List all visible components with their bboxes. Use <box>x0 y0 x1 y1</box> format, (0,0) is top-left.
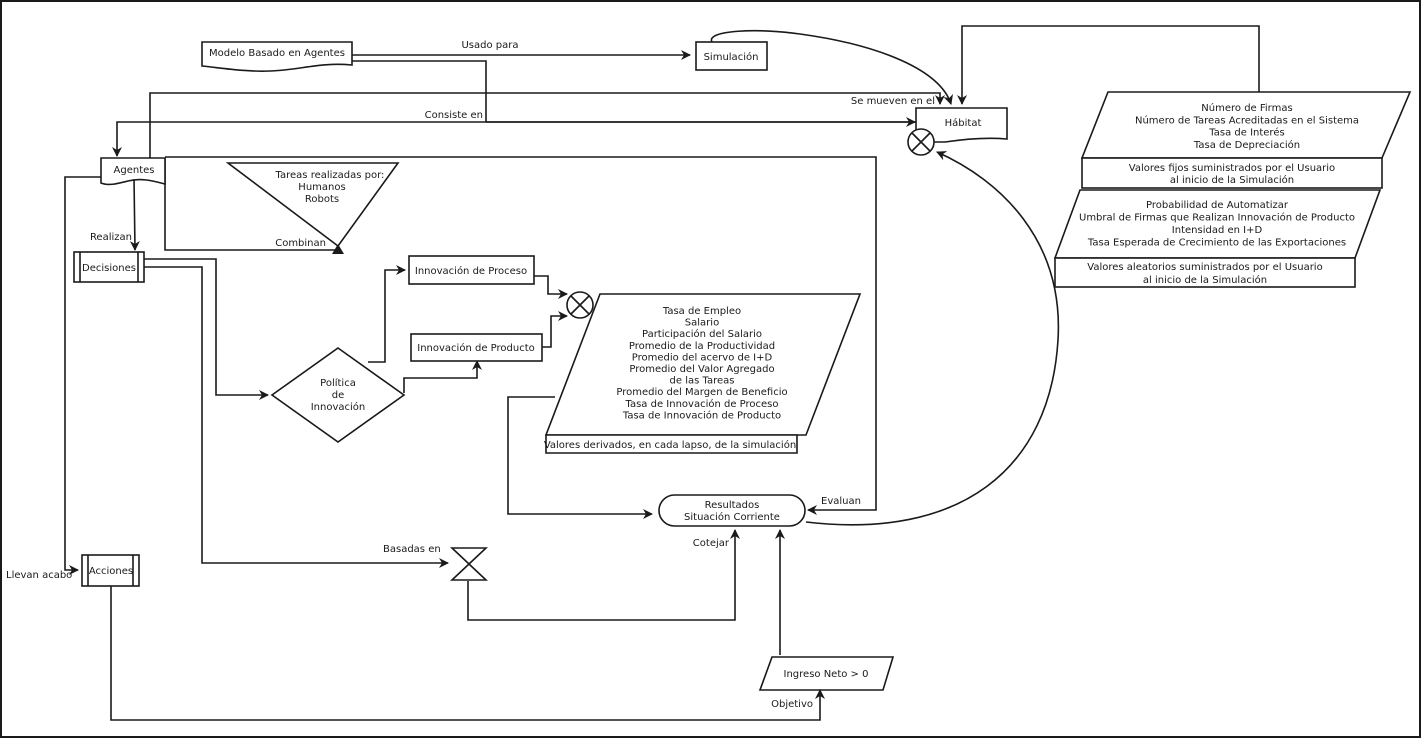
derivados-line: Tasa de Innovación de Producto <box>622 409 781 421</box>
edge-llevan-acabo <box>64 176 101 575</box>
label-combinan: Combinan <box>275 238 326 249</box>
edge-realizan <box>129 177 140 251</box>
edge-parametros-habitat <box>957 25 1260 105</box>
node-innovacion-proceso[interactable]: Innovación de Proceso <box>408 255 535 285</box>
resultados-line-2: Situación Corriente <box>684 511 780 523</box>
aleatorios-caption-box <box>1054 257 1356 288</box>
node-simulacion[interactable]: Simulación <box>695 41 768 71</box>
edge-politica-producto <box>403 360 482 393</box>
edge-proceso-junction <box>534 275 568 299</box>
node-ingreso-neto[interactable]: Ingreso Neto > 0 <box>758 656 895 691</box>
tareas-line-2: Humanos <box>298 182 345 193</box>
politica-line-3: Innovación <box>311 401 366 413</box>
derivados-line: Tasa de Empleo <box>662 306 741 317</box>
politica-line-2: de <box>332 390 345 401</box>
derivados-line: Promedio del Valor Agregado <box>629 364 774 375</box>
edge-politica-proceso <box>368 265 406 363</box>
node-modelo-basado-en-agentes[interactable]: Modelo Basado en Agentes <box>201 41 353 72</box>
derivados-line: Promedio de la Productividad <box>629 341 775 352</box>
aleatorios-caption-line-1: Valores aleatorios suministrados por el … <box>1087 262 1322 273</box>
aleatorios-caption-line-2: al inicio de la Simulación <box>1143 274 1267 286</box>
aleatorios-line: Tasa Esperada de Crecimiento de las Expo… <box>1087 238 1346 249</box>
fijos-line: Tasa de Depreciación <box>1193 139 1300 151</box>
fijos-line: Número de Firmas <box>1201 102 1292 114</box>
acciones-label: Acciones <box>89 566 133 577</box>
edge-se-mueven <box>149 92 945 158</box>
derivados-line: Promedio del acervo de I+D <box>632 352 773 363</box>
fijos-line: Número de Tareas Acreditadas en el Siste… <box>1135 114 1359 126</box>
node-resultados[interactable]: Resultados Situación Corriente <box>658 494 806 527</box>
derivados-line: de las Tareas <box>670 376 735 387</box>
edge-modelo-consiste <box>352 60 487 122</box>
ingreso-label: Ingreso Neto > 0 <box>784 669 869 680</box>
edge-objetivo <box>110 586 825 721</box>
label-usado-para: Usado para <box>461 40 518 51</box>
label-cotejar: Cotejar <box>693 538 730 549</box>
edge-decisiones-politica <box>144 258 269 400</box>
edge-simulacion-habitat <box>710 29 953 105</box>
node-decisiones[interactable]: Decisiones <box>73 251 145 283</box>
fijos-caption-line-2: al inicio de la Simulación <box>1170 174 1294 186</box>
innovacion-proceso-label: Innovación de Proceso <box>415 265 527 277</box>
fijos-caption-box <box>1081 157 1383 189</box>
node-agentes[interactable]: Agentes <box>100 157 166 186</box>
node-cotejo-hourglass[interactable] <box>449 547 489 581</box>
node-acciones[interactable]: Acciones <box>81 554 140 587</box>
label-objetivo: Objetivo <box>771 699 813 710</box>
fijos-line: Tasa de Interés <box>1208 127 1284 139</box>
fijos-caption-line-1: Valores fijos suministrados por el Usuar… <box>1129 163 1335 174</box>
label-basadas-en: Basadas en <box>383 544 441 555</box>
label-consiste-en: Consiste en <box>425 110 483 121</box>
edge-producto-junction <box>542 311 568 348</box>
edge-basadas-en <box>144 266 449 568</box>
modelo-label: Modelo Basado en Agentes <box>209 48 345 59</box>
edge-evaluan <box>165 156 877 515</box>
derivados-line: Tasa de Innovación de Proceso <box>625 398 779 410</box>
combinan-arrowhead <box>332 244 344 254</box>
node-tareas[interactable]: Tareas realizadas por: Humanos Robots <box>225 162 400 248</box>
derivados-line: Participación del Salario <box>642 328 762 340</box>
node-innovacion-producto[interactable]: Innovación de Producto <box>410 333 543 362</box>
edge-derivados-resultados <box>507 396 653 519</box>
derivados-line: Promedio del Margen de Beneficio <box>616 387 787 398</box>
node-politica-innovacion[interactable]: Política de Innovación <box>270 347 406 443</box>
derivados-caption: Valores derivados, en cada lapso, de la … <box>544 439 796 451</box>
summing-junction-innovacion <box>566 291 594 319</box>
label-se-mueven-en-el: Se mueven en el <box>851 96 935 107</box>
aleatorios-line: Umbral de Firmas que Realizan Innovación… <box>1079 212 1355 224</box>
resultados-line-1: Resultados <box>705 500 760 511</box>
edge-consiste-agentes <box>112 121 917 157</box>
decisiones-label: Decisiones <box>82 263 136 274</box>
agentes-label: Agentes <box>114 165 155 176</box>
edge-resultados-habitat <box>805 151 1060 526</box>
derivados-caption-box <box>545 434 798 454</box>
label-llevan-acabo: Llevan acabo <box>6 570 72 581</box>
politica-line-1: Política <box>320 377 356 389</box>
summing-junction-habitat <box>907 128 935 156</box>
tareas-line-3: Robots <box>305 194 339 205</box>
innovacion-producto-label: Innovación de Producto <box>417 342 534 354</box>
derivados-line: Salario <box>685 318 719 329</box>
habitat-label: Hábitat <box>945 117 982 129</box>
simulacion-label: Simulación <box>704 51 759 63</box>
label-evaluan: Evaluan <box>821 496 861 507</box>
aleatorios-line: Intensidad en I+D <box>1172 225 1263 236</box>
aleatorios-line: Probabilidad de Automatizar <box>1146 200 1289 211</box>
tareas-line-1: Tareas realizadas por: <box>275 170 385 181</box>
label-realizan: Realizan <box>90 232 132 243</box>
edge-cotejar <box>467 529 740 621</box>
